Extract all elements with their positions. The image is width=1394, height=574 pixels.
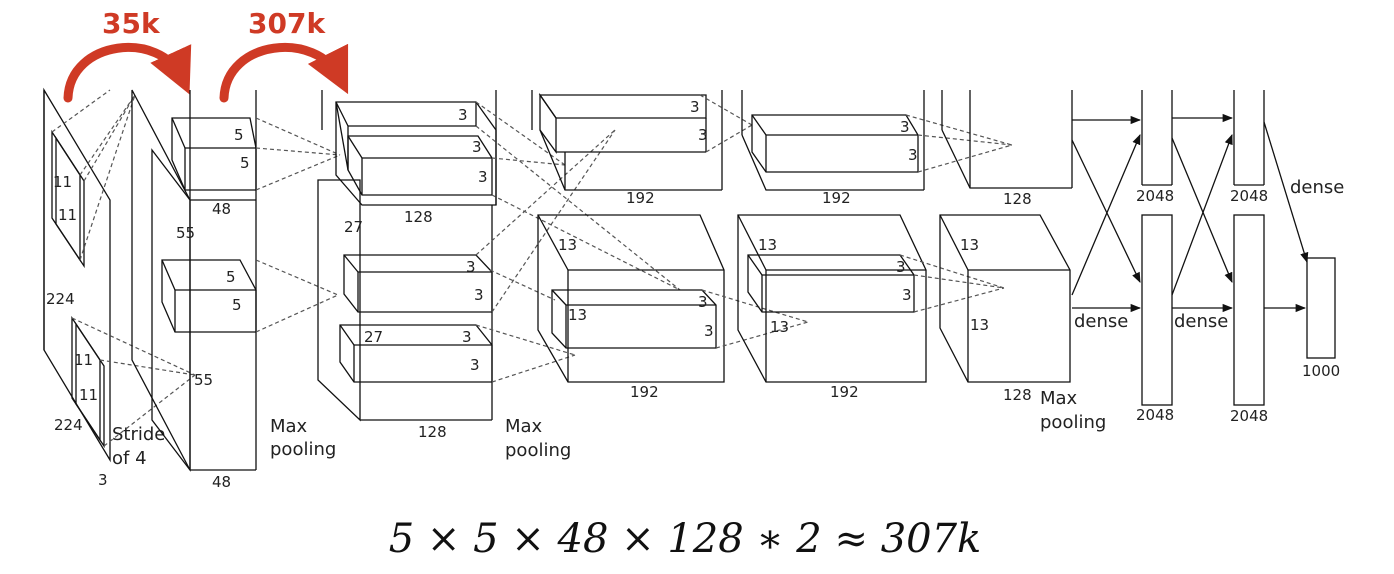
conv4-bot-size-b: 13 <box>770 318 789 336</box>
dense-label-3: dense <box>1290 177 1344 198</box>
annotation-35k: 35k <box>63 7 192 103</box>
conv1-size-a: 55 <box>176 224 195 242</box>
conv3-top-k2: 3 <box>698 126 708 144</box>
pool1-label-1: Max <box>270 416 308 437</box>
conv1-size-b: 55 <box>194 371 213 389</box>
conv2-layer: 3 3 3 128 27 3 3 27 3 3 128 Max pooling <box>317 90 571 461</box>
conv4-layer: 3 3 192 13 3 3 13 192 <box>737 90 927 401</box>
conv5-layer: 128 13 13 128 Max pooling <box>939 90 1106 433</box>
conv4-bot-k2: 3 <box>902 286 912 304</box>
conv1-bot-depth: 48 <box>212 473 231 491</box>
conv2-bot-k3: 3 <box>462 328 472 346</box>
conv2-top-depth: 128 <box>404 208 433 226</box>
conv2-size: 27 <box>344 218 363 236</box>
pool3-label-2: pooling <box>1040 412 1106 433</box>
conv1-top-kernel-h: 5 <box>234 126 244 144</box>
conv3-bot-size-a: 13 <box>558 236 577 254</box>
input-kernel-w: 11 <box>58 206 77 224</box>
conv2-bot-size: 27 <box>364 328 383 346</box>
conv5-bot-depth: 128 <box>1003 386 1032 404</box>
conv4-top-k1: 3 <box>900 118 910 136</box>
output-size: 1000 <box>1302 362 1340 380</box>
input-kernel-h: 11 <box>53 173 72 191</box>
stride-label-2: of 4 <box>112 448 147 469</box>
annotation-307k: 307k <box>219 7 349 103</box>
pool3-label-1: Max <box>1040 388 1078 409</box>
pool1-label-2: pooling <box>270 439 336 460</box>
input-volume: 11 11 11 11 224 224 3 Stride of 4 <box>43 87 165 489</box>
input-size-h: 224 <box>46 290 75 308</box>
pool2-label-1: Max <box>505 416 543 437</box>
conv3-top-depth: 192 <box>626 189 655 207</box>
input-size-w: 224 <box>54 416 83 434</box>
input-kernel2-h: 11 <box>74 351 93 369</box>
conv3-conv4-connections <box>699 94 809 349</box>
dense-label-2: dense <box>1174 311 1228 332</box>
conv3-bot-k1: 3 <box>698 293 708 311</box>
conv5-bot-size-b: 13 <box>970 316 989 334</box>
conv5-top-depth: 128 <box>1003 190 1032 208</box>
fc6-top-size: 2048 <box>1136 187 1174 205</box>
conv4-bot-k1: 3 <box>896 258 906 276</box>
conv1-top-kernel-w: 5 <box>240 154 250 172</box>
fc7-top-size: 2048 <box>1230 187 1268 205</box>
conv3-bot-depth: 192 <box>630 383 659 401</box>
conv2-bot-k2: 3 <box>474 286 484 304</box>
conv3-layer: 3 3 192 13 3 13 3 192 <box>531 90 725 401</box>
conv3-bot-k2: 3 <box>704 322 714 340</box>
conv1-bot-kernel-h: 5 <box>226 268 236 286</box>
conv2-top-k1: 3 <box>458 106 468 124</box>
conv3-bot-size-b: 13 <box>568 306 587 324</box>
conv1-layer: 5 5 48 55 5 5 55 48 Max pooling <box>131 89 336 491</box>
stride-label-1: Stride <box>112 424 165 445</box>
conv1-top-depth: 48 <box>212 200 231 218</box>
conv2-top-k3: 3 <box>478 168 488 186</box>
fc-layers: 2048 2048 2048 2048 1000 dense dense den… <box>1071 90 1344 425</box>
input-kernel2-w: 11 <box>79 386 98 404</box>
conv4-conv5-connections <box>899 114 1013 313</box>
conv4-top-k2: 3 <box>908 146 918 164</box>
conv2-bot-k4: 3 <box>470 356 480 374</box>
conv4-bot-depth: 192 <box>830 383 859 401</box>
conv2-top-k2: 3 <box>472 138 482 156</box>
parameter-equation: 5 × 5 × 48 × 128 ∗ 2 ≈ 307k <box>389 516 982 562</box>
fc6-bot-size: 2048 <box>1136 406 1174 424</box>
annotation-307k-label: 307k <box>248 7 326 40</box>
pool2-label-2: pooling <box>505 440 571 461</box>
annotation-35k-label: 35k <box>102 7 161 40</box>
conv1-bot-kernel-w: 5 <box>232 296 242 314</box>
conv3-top-k1: 3 <box>690 98 700 116</box>
conv4-top-depth: 192 <box>822 189 851 207</box>
input-depth: 3 <box>98 471 108 489</box>
conv1-conv2-connections <box>255 117 341 333</box>
conv2-bot-k1: 3 <box>466 258 476 276</box>
conv2-conv3-connections <box>475 101 681 383</box>
conv2-bot-depth: 128 <box>418 423 447 441</box>
conv4-bot-size-a: 13 <box>758 236 777 254</box>
fc7-bot-size: 2048 <box>1230 407 1268 425</box>
conv5-bot-size-a: 13 <box>960 236 979 254</box>
input-conv1-connections <box>51 89 196 447</box>
dense-label-1: dense <box>1074 311 1128 332</box>
